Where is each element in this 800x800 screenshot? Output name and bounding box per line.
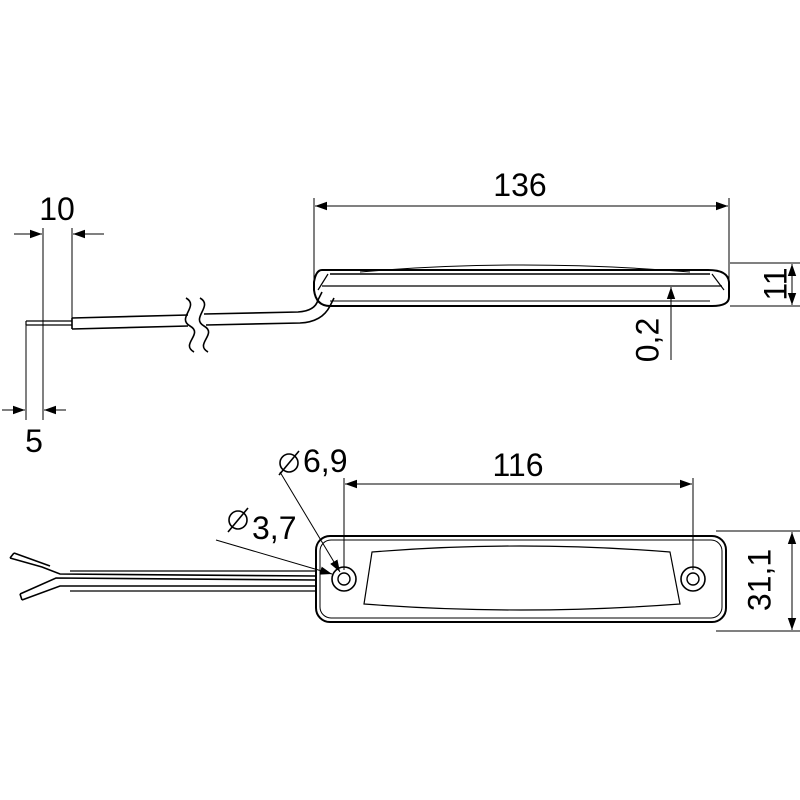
dim-6-9-label: 6,9 bbox=[303, 443, 347, 479]
dimension-outer-hole-diameter: 6,9 bbox=[278, 443, 347, 573]
dim-3-7-label: 3,7 bbox=[252, 510, 296, 546]
top-view: 116 31,1 6,9 3,7 bbox=[9, 443, 800, 632]
dim-5-label: 5 bbox=[25, 423, 43, 459]
wire-core bbox=[25, 320, 72, 326]
dimension-body-height: 11 bbox=[730, 262, 800, 307]
dim-116-label: 116 bbox=[492, 447, 543, 483]
wire-pair bbox=[9, 552, 317, 601]
dimension-body-width: 31,1 bbox=[716, 530, 800, 632]
wire-insulated bbox=[71, 291, 335, 353]
mounting-hole-left bbox=[331, 566, 357, 592]
dim-11-label: 11 bbox=[757, 267, 793, 300]
dimension-hole-spacing: 116 bbox=[343, 447, 694, 570]
side-view: 10 5 136 11 0,2 bbox=[2, 167, 800, 459]
break-symbol bbox=[184, 297, 196, 353]
dim-136-label: 136 bbox=[493, 167, 546, 203]
dimension-gap: 0,2 bbox=[629, 287, 676, 362]
diameter-icon bbox=[227, 507, 249, 533]
dim-31-1-label: 31,1 bbox=[741, 549, 777, 611]
dimension-inner-hole-diameter: 3,7 bbox=[215, 507, 333, 575]
lamp-body-side bbox=[313, 264, 730, 307]
dimension-wire-strip: 10 bbox=[14, 191, 104, 420]
dim-0-2-label: 0,2 bbox=[629, 318, 665, 362]
diameter-icon bbox=[278, 450, 300, 476]
lamp-body-top bbox=[315, 535, 727, 623]
dimension-body-length: 136 bbox=[313, 167, 730, 282]
mounting-hole-right bbox=[680, 566, 706, 592]
dim-10-label: 10 bbox=[39, 191, 75, 227]
dimension-wire-core: 5 bbox=[2, 325, 66, 459]
